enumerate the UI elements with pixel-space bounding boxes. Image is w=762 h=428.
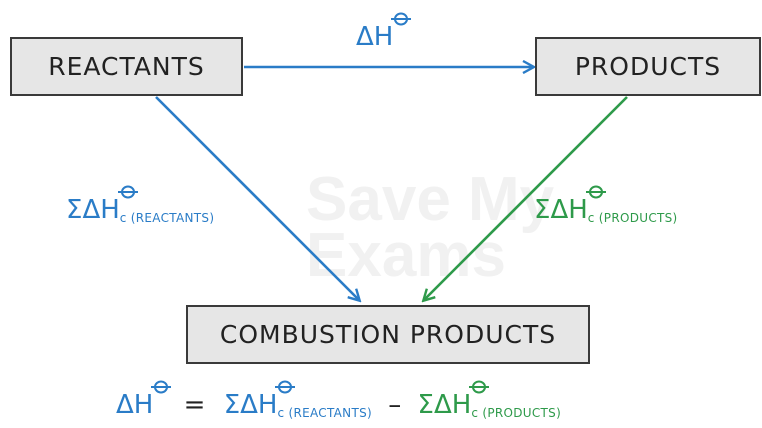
products-box: PRODUCTS [535, 37, 761, 96]
arrow-reactants-to-combustion [155, 96, 359, 300]
plimsoll-theta-icon [151, 380, 172, 394]
arrow-products-to-combustion [424, 96, 628, 300]
reactants-label: REACTANTS [48, 52, 205, 81]
subscript-reactants: c (REACTANTS) [277, 406, 372, 420]
delta-symbol: Δ [116, 390, 134, 420]
watermark: Save My Exams [306, 165, 555, 290]
sigma-symbol: Σ [417, 390, 434, 420]
delta-symbol: Δ [433, 390, 452, 420]
h-symbol: H [100, 195, 120, 225]
plimsoll-theta-icon [117, 185, 138, 199]
combustion-products-box: COMBUSTION PRODUCTS [186, 305, 590, 364]
h-symbol: H [451, 390, 472, 420]
plimsoll-theta-icon [585, 185, 606, 199]
delta-symbol: Δ [356, 22, 374, 52]
combustion-products-label: COMBUSTION PRODUCTS [219, 320, 557, 349]
sigma-symbol: Σ [223, 390, 241, 420]
watermark-line-1: Save My [306, 165, 555, 234]
delta-symbol: Δ [82, 195, 101, 225]
plimsoll-theta-icon [391, 12, 412, 26]
subscript-reactants: c (REACTANTS) [119, 211, 215, 225]
delta-symbol: Δ [240, 390, 258, 420]
h-symbol: H [257, 390, 278, 420]
sigma-symbol: Σ [534, 195, 551, 225]
plimsoll-theta-icon [469, 380, 490, 394]
eq-lhs: ΔH [116, 380, 172, 420]
sigma-symbol: Σ [66, 195, 83, 225]
minus-sign: – [388, 390, 402, 420]
h-symbol: H [133, 390, 154, 420]
subscript-products: c (PRODUCTS) [471, 406, 562, 420]
reactants-box: REACTANTS [10, 37, 243, 96]
watermark-line-2: Exams [306, 221, 506, 290]
equals-sign: = [183, 390, 206, 420]
products-label: PRODUCTS [574, 52, 722, 81]
plimsoll-theta-icon [275, 380, 296, 394]
top-arrow-label: ΔH [356, 12, 412, 52]
h-symbol: H [568, 195, 588, 225]
h-symbol: H [373, 22, 394, 52]
subscript-products: c (PRODUCTS) [587, 211, 678, 225]
delta-symbol: Δ [550, 195, 569, 225]
